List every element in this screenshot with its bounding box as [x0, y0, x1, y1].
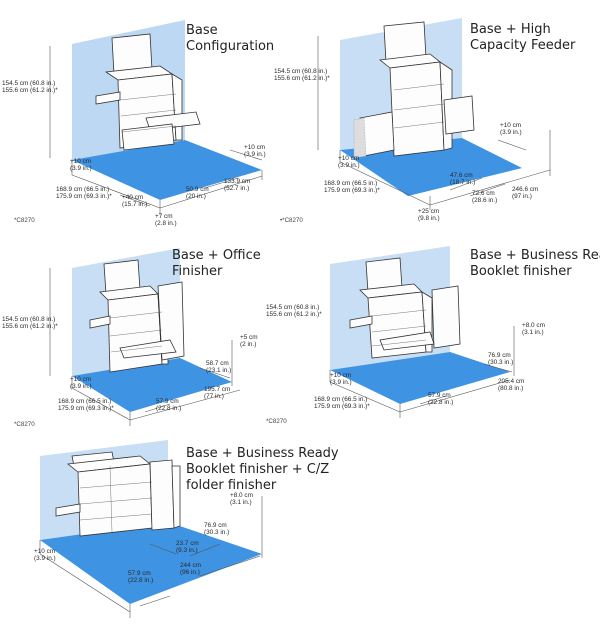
right-clearance-label: +5 cm(2 in.)	[240, 334, 258, 349]
depth-b-label: 23.7 cm(9.3 in.)	[176, 540, 199, 555]
right-clearance-label: +10 cm(3.9 in.)	[244, 144, 266, 159]
left-clearance-label: +10 cm(3.9 in.)	[70, 158, 92, 173]
depth-total-label: 195.7 cm(77 in.)	[204, 386, 231, 401]
front-clearance-label: +40 cm(15.7 in.)	[122, 194, 148, 209]
panel-title: Base Configuration	[186, 23, 275, 54]
depth-a-label: 57.9 cm(22.8 in.)	[128, 570, 154, 585]
panel-base-configuration: Base Configuration 154.5 cm (60.8 in.)15…	[0, 0, 300, 230]
base-configuration-diagram	[49, 20, 263, 215]
depth-a-label: 57.9 cm(22.8 in.)	[156, 398, 182, 413]
model-reference: •*C8270	[280, 217, 303, 224]
height-label: 154.5 cm (60.8 in.)155.6 cm (61.2 in.)*	[2, 316, 58, 331]
panel-title: Base + Business Ready Booklet finisher	[470, 248, 600, 279]
height-label: 154.5 cm (60.8 in.)155.6 cm (61.2 in.)*	[266, 304, 322, 319]
depth-a-label: 57.9 cm(22.8 in.)	[428, 392, 454, 407]
depth-total-label: 133.9 cm(52.7 in.)	[224, 178, 251, 193]
depth-b-label: 72.6 cm(28.6 in.)	[472, 190, 498, 205]
height-label: 154.5 cm (60.8 in.)155.6 cm (61.2 in.)*	[2, 80, 58, 95]
left-clearance-label: +10 cm(3.9 in.)	[330, 372, 352, 387]
cz-folder-finisher-diagram	[39, 440, 263, 618]
panel-title: Base + Business Ready Booklet finisher +…	[186, 446, 339, 493]
high-capacity-feeder-diagram	[317, 18, 551, 210]
booklet-finisher-diagram	[329, 246, 515, 418]
panel-title: Base + Office Finisher	[172, 248, 261, 279]
panel-high-capacity-feeder: Base + High Capacity Feeder 154.5 cm (60…	[274, 0, 600, 232]
depth-total-label: 246.6 cm(97 in.)	[512, 186, 539, 201]
depth-c-label: 76.9 cm(30.3 in.)	[204, 522, 230, 537]
depth-small-label: 50.9 cm(20 in.)	[186, 186, 209, 201]
depth-total-label: 205.4 cm(80.8 in.)	[498, 378, 525, 393]
model-reference: *C8270	[14, 421, 35, 428]
front-clearance-label: +25 cm(9.8 in.)	[418, 208, 440, 223]
right-clearance-label: +8.0 cm(3.1 in.)	[230, 492, 253, 507]
right-clearance-label: +8.0 cm(3.1 in.)	[522, 322, 545, 337]
depth-total-label: 244 cm(96 in.)	[180, 562, 201, 577]
width-label: 168.9 cm (66.5 in.)175.9 cm (69.3 in.)*	[314, 396, 370, 411]
right-clearance-label: +10 cm(3.9 in.)	[500, 122, 522, 137]
left-clearance-label: +10 cm(3.9 in.)	[338, 155, 360, 170]
office-finisher-diagram	[49, 248, 241, 426]
depth-b-label: 76.9 cm(30.3 in.)	[488, 352, 514, 367]
panel-title: Base + High Capacity Feeder	[470, 22, 576, 53]
model-reference: *C8270	[266, 418, 287, 425]
left-clearance-label: +10 cm(3.9 in.)	[34, 548, 56, 563]
width-label: 168.9 cm (66.5 in.)175.9 cm (69.3 in.)*	[58, 398, 114, 413]
depth-b-label: 58.7 cm(23.1 in.)	[206, 360, 232, 375]
panel-office-finisher: Base + Office Finisher 154.5 cm (60.8 in…	[0, 240, 300, 436]
panel-cz-folder-finisher: Base + Business Ready Booklet finisher +…	[0, 436, 339, 624]
width-label: 168.9 cm (66.5 in.)175.9 cm (69.3 in.)*	[324, 180, 380, 195]
depth-a-label: 47.6 cm(18.7 in.)	[450, 172, 476, 187]
panel-booklet-finisher: Base + Business Ready Booklet finisher 1…	[266, 240, 600, 436]
bottom-clearance-label: +7 cm(2.8 in.)	[155, 213, 177, 228]
left-clearance-label: +10 cm(3.9 in.)	[70, 376, 92, 391]
width-label: 168.9 cm (66.5 in.)175.9 cm (69.3 in.)*	[56, 186, 112, 201]
model-reference: *C8270	[14, 217, 35, 224]
height-label: 154.5 cm (60.8 in.)155.6 cm (61.2 in.)*	[274, 68, 330, 83]
